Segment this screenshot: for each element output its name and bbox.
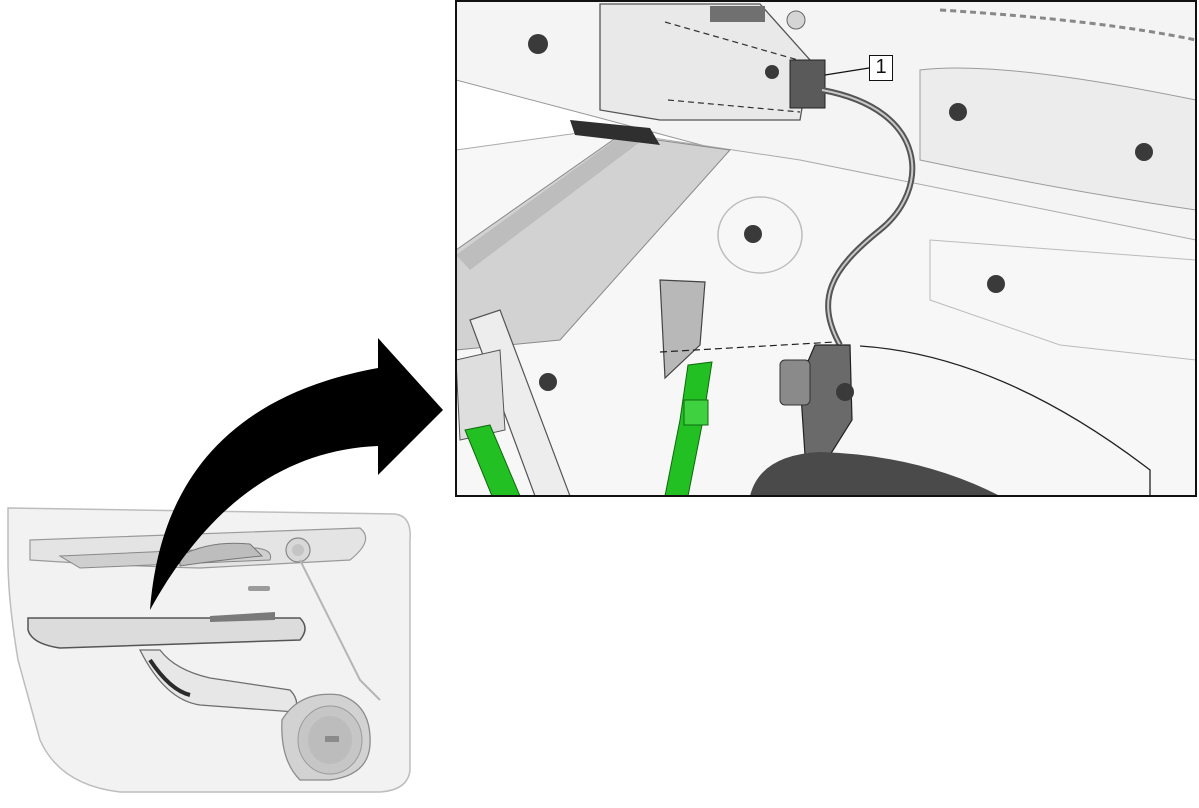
mounting-bolts	[528, 34, 1153, 401]
green-harness-left	[464, 424, 521, 496]
inset-frame	[455, 0, 1197, 497]
panel-slope	[456, 134, 732, 351]
curved-arrow-icon	[150, 338, 443, 610]
detail-inset	[455, 0, 1197, 497]
connector-1	[789, 59, 826, 109]
green-harness-center	[664, 361, 713, 496]
door-panel-overview	[7, 507, 411, 793]
callout-label-1: 1	[869, 55, 893, 81]
clip-bracket	[659, 279, 706, 380]
switch-module	[599, 3, 811, 121]
